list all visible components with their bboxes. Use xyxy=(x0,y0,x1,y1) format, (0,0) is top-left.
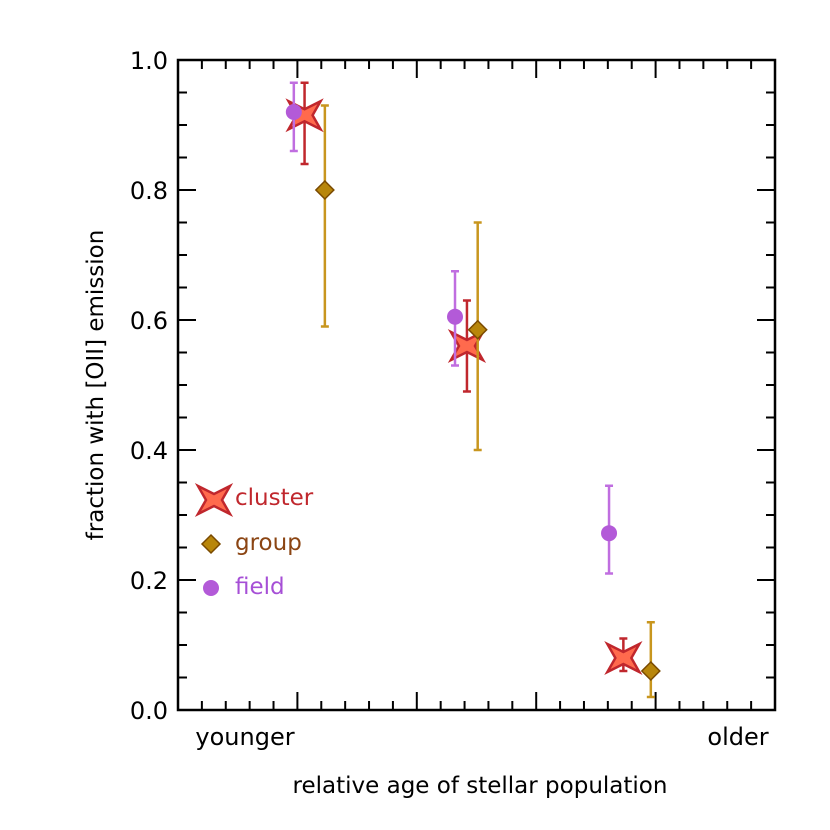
legend-diamond-marker xyxy=(200,533,222,555)
series-cluster xyxy=(285,81,643,675)
y-tick-label: 0.6 xyxy=(130,307,168,335)
y-axis-tick-labels: 0.0 0.2 0.4 0.6 0.8 1.0 xyxy=(130,47,168,725)
legend-label-group: group xyxy=(235,530,302,556)
series-field xyxy=(285,81,618,575)
legend-star-marker xyxy=(194,483,234,517)
x-axis-ticks xyxy=(200,60,753,710)
y-tick-label: 1.0 xyxy=(130,47,168,75)
data-point-field xyxy=(601,525,618,542)
legend-item-group: group xyxy=(200,530,302,556)
data-point-cluster xyxy=(604,641,643,675)
legend-item-field: field xyxy=(203,574,285,600)
series-group xyxy=(314,104,661,699)
data-point-field xyxy=(285,104,302,120)
y-tick-label: 0.8 xyxy=(130,177,168,205)
data-point-group xyxy=(640,660,661,682)
y-tick-label: 0.0 xyxy=(130,697,168,725)
y-axis-ticks xyxy=(178,91,775,679)
data-series xyxy=(285,81,661,699)
data-point-group xyxy=(314,179,335,201)
legend-item-cluster: cluster xyxy=(194,483,314,517)
data-point-group xyxy=(467,319,488,340)
y-tick-label: 0.2 xyxy=(130,567,168,595)
y-tick-label: 0.4 xyxy=(130,437,168,465)
legend-circle-marker xyxy=(203,580,219,596)
x-tick-label-younger: younger xyxy=(195,723,294,751)
legend-label-cluster: cluster xyxy=(235,485,314,511)
x-tick-label-older: older xyxy=(707,723,768,751)
legend: cluster group field xyxy=(194,483,314,600)
legend-label-field: field xyxy=(235,574,285,600)
data-point-cluster xyxy=(447,329,487,363)
y-axis-title: fraction with [OII] emission xyxy=(83,230,109,541)
data-point-field xyxy=(447,308,464,325)
x-axis-title: relative age of stellar population xyxy=(293,773,668,799)
